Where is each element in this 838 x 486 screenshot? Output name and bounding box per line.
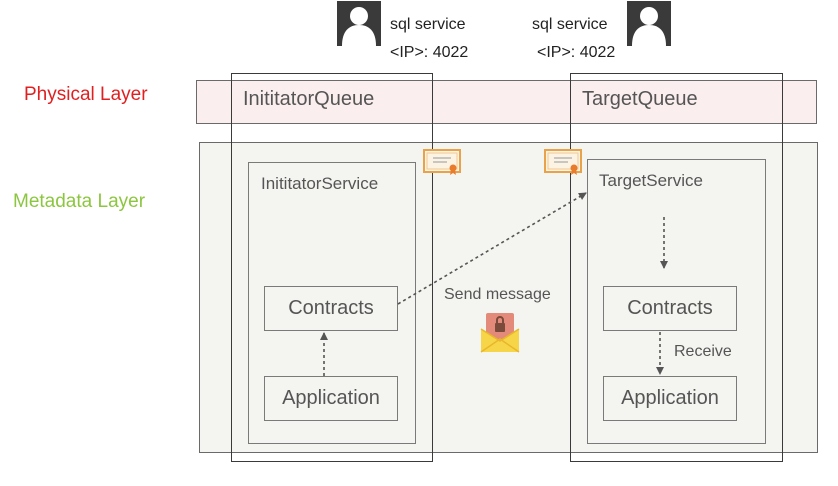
physical-layer-label: Physical Layer [24, 84, 148, 105]
initiator-queue-label: InititatorQueue [243, 88, 375, 110]
target-application-box: Application [603, 376, 737, 421]
target-sql-service-label: sql service [532, 16, 608, 33]
initiator-user-icon [337, 1, 381, 51]
target-contracts-box: Contracts [603, 286, 737, 331]
initiator-certificate-icon [423, 149, 461, 180]
send-message-label: Send message [444, 286, 551, 303]
receive-label: Receive [674, 343, 732, 360]
physical-layer-band [196, 80, 817, 124]
locked-envelope-icon [480, 311, 520, 358]
target-user-icon [627, 1, 671, 51]
target-endpoint-label: <IP>: 4022 [537, 44, 616, 61]
target-service-title: TargetService [599, 171, 703, 190]
initiator-contracts-box: Contracts [264, 286, 398, 331]
target-certificate-icon [544, 149, 582, 180]
target-service-box [587, 159, 766, 444]
initiator-application-box: Application [264, 376, 398, 421]
initiator-service-title: InititatorService [261, 174, 379, 193]
metadata-layer-label: Metadata Layer [13, 191, 146, 212]
initiator-sql-service-label: sql service [390, 16, 466, 33]
initiator-endpoint-label: <IP>: 4022 [390, 44, 469, 61]
target-queue-label: TargetQueue [582, 88, 698, 110]
